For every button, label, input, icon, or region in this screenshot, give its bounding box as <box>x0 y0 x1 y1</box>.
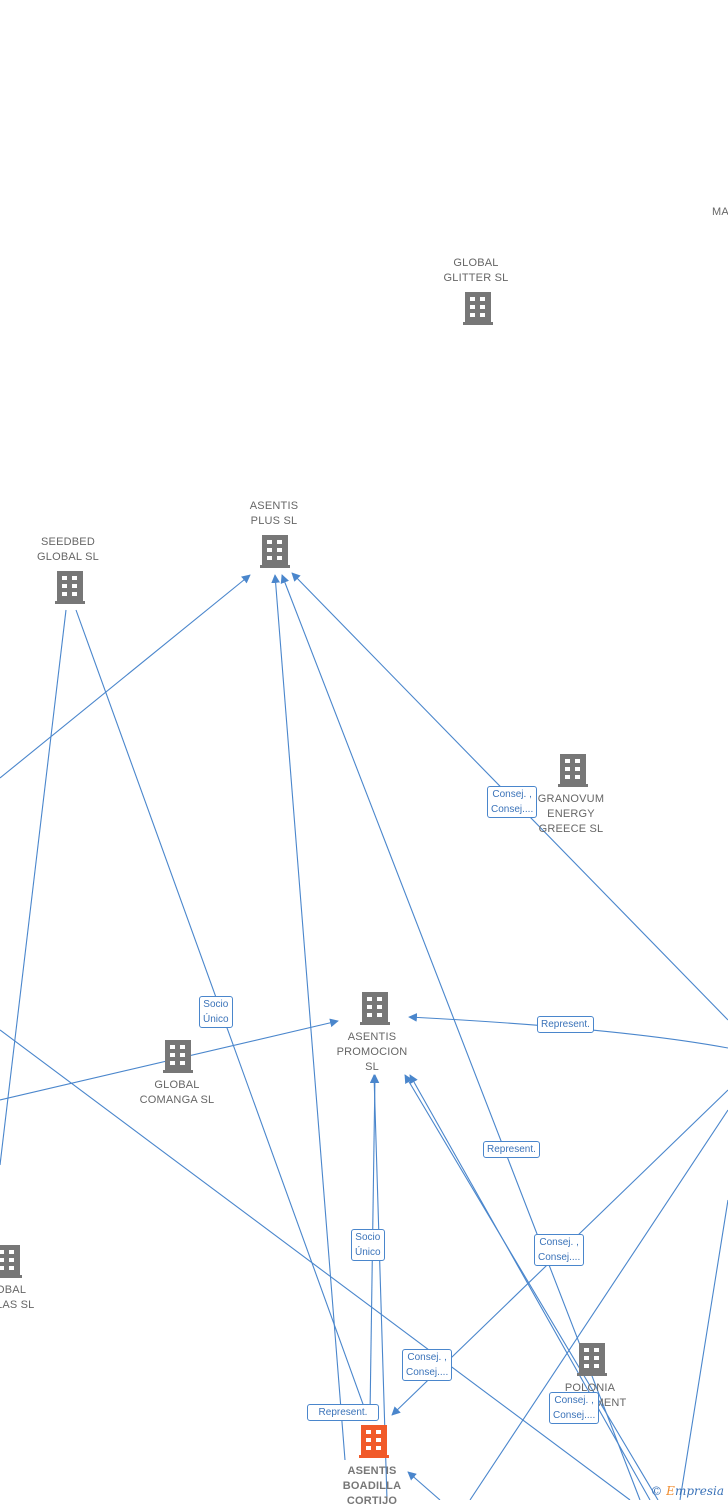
edge <box>0 1029 631 1500</box>
node-label: OBAL LAS SL <box>0 1284 35 1311</box>
building-icon <box>0 1245 22 1278</box>
edge <box>404 1074 659 1500</box>
node-global-comanga[interactable]: GLOBAL COMANGA SL <box>122 1078 232 1108</box>
copyright-icon: © <box>650 1484 663 1498</box>
edge <box>0 574 251 779</box>
building-icon-focus <box>359 1425 389 1458</box>
building-icon <box>463 292 493 325</box>
edge <box>409 1074 651 1500</box>
edge-label-represent[interactable]: Represent. <box>307 1404 379 1421</box>
edge-label-socio-unico[interactable]: Socio Único <box>351 1229 385 1261</box>
node-seedbed-global[interactable]: SEEDBED GLOBAL SL <box>18 535 118 565</box>
edge <box>679 1199 728 1500</box>
node-asentis-plus[interactable]: ASENTIS PLUS SL <box>224 499 324 529</box>
node-label: ASENTIS BOADILLA CORTIJO <box>342 1465 402 1507</box>
node-label: ASENTIS PROMOCION SL <box>336 1031 408 1073</box>
edge <box>469 1109 728 1500</box>
edge <box>408 1013 728 1049</box>
node-label: GLOBAL GLITTER SL <box>443 257 509 284</box>
node-label: SEEDBED GLOBAL SL <box>37 536 99 563</box>
node-label: MA <box>712 206 728 218</box>
edge-label-represent[interactable]: Represent. <box>537 1016 594 1033</box>
node-ma[interactable]: MA <box>712 205 728 220</box>
edge-label-consej[interactable]: Consej. , Consej.... <box>487 786 538 818</box>
node-label: GLOBAL COMANGA SL <box>139 1079 215 1106</box>
building-icon <box>260 535 290 568</box>
edge-label-represent[interactable]: Represent. <box>483 1141 540 1158</box>
edge-label-socio-unico[interactable]: Socio Único <box>199 996 233 1028</box>
building-icon <box>577 1343 607 1376</box>
node-asentis-promocion[interactable]: ASENTIS PROMOCION SL <box>322 1030 422 1075</box>
node-global-glitter[interactable]: GLOBAL GLITTER SL <box>426 256 526 286</box>
node-label: GRANOVUM ENERGY GREECE SL <box>537 793 605 835</box>
edge-label-consej[interactable]: Consej. , Consej.... <box>549 1392 600 1424</box>
brand-e: E <box>666 1484 675 1498</box>
edge <box>407 1471 441 1500</box>
brand-watermark: © Empresia <box>650 1484 724 1498</box>
edge-label-consej[interactable]: Consej. , Consej.... <box>534 1234 585 1266</box>
node-global-las[interactable]: OBAL LAS SL <box>0 1283 35 1313</box>
building-icon <box>163 1040 193 1073</box>
edge <box>271 574 346 1461</box>
edge <box>0 609 67 1166</box>
building-icon <box>360 992 390 1025</box>
building-icon <box>55 571 85 604</box>
building-icon <box>558 754 588 787</box>
node-asentis-boadilla[interactable]: ASENTIS BOADILLA CORTIJO <box>322 1464 422 1509</box>
edge-label-consej[interactable]: Consej. , Consej.... <box>402 1349 453 1381</box>
node-granovum[interactable]: GRANOVUM ENERGY GREECE SL <box>521 792 621 837</box>
node-label: ASENTIS PLUS SL <box>249 500 299 527</box>
brand-name: mpresia <box>674 1484 724 1498</box>
